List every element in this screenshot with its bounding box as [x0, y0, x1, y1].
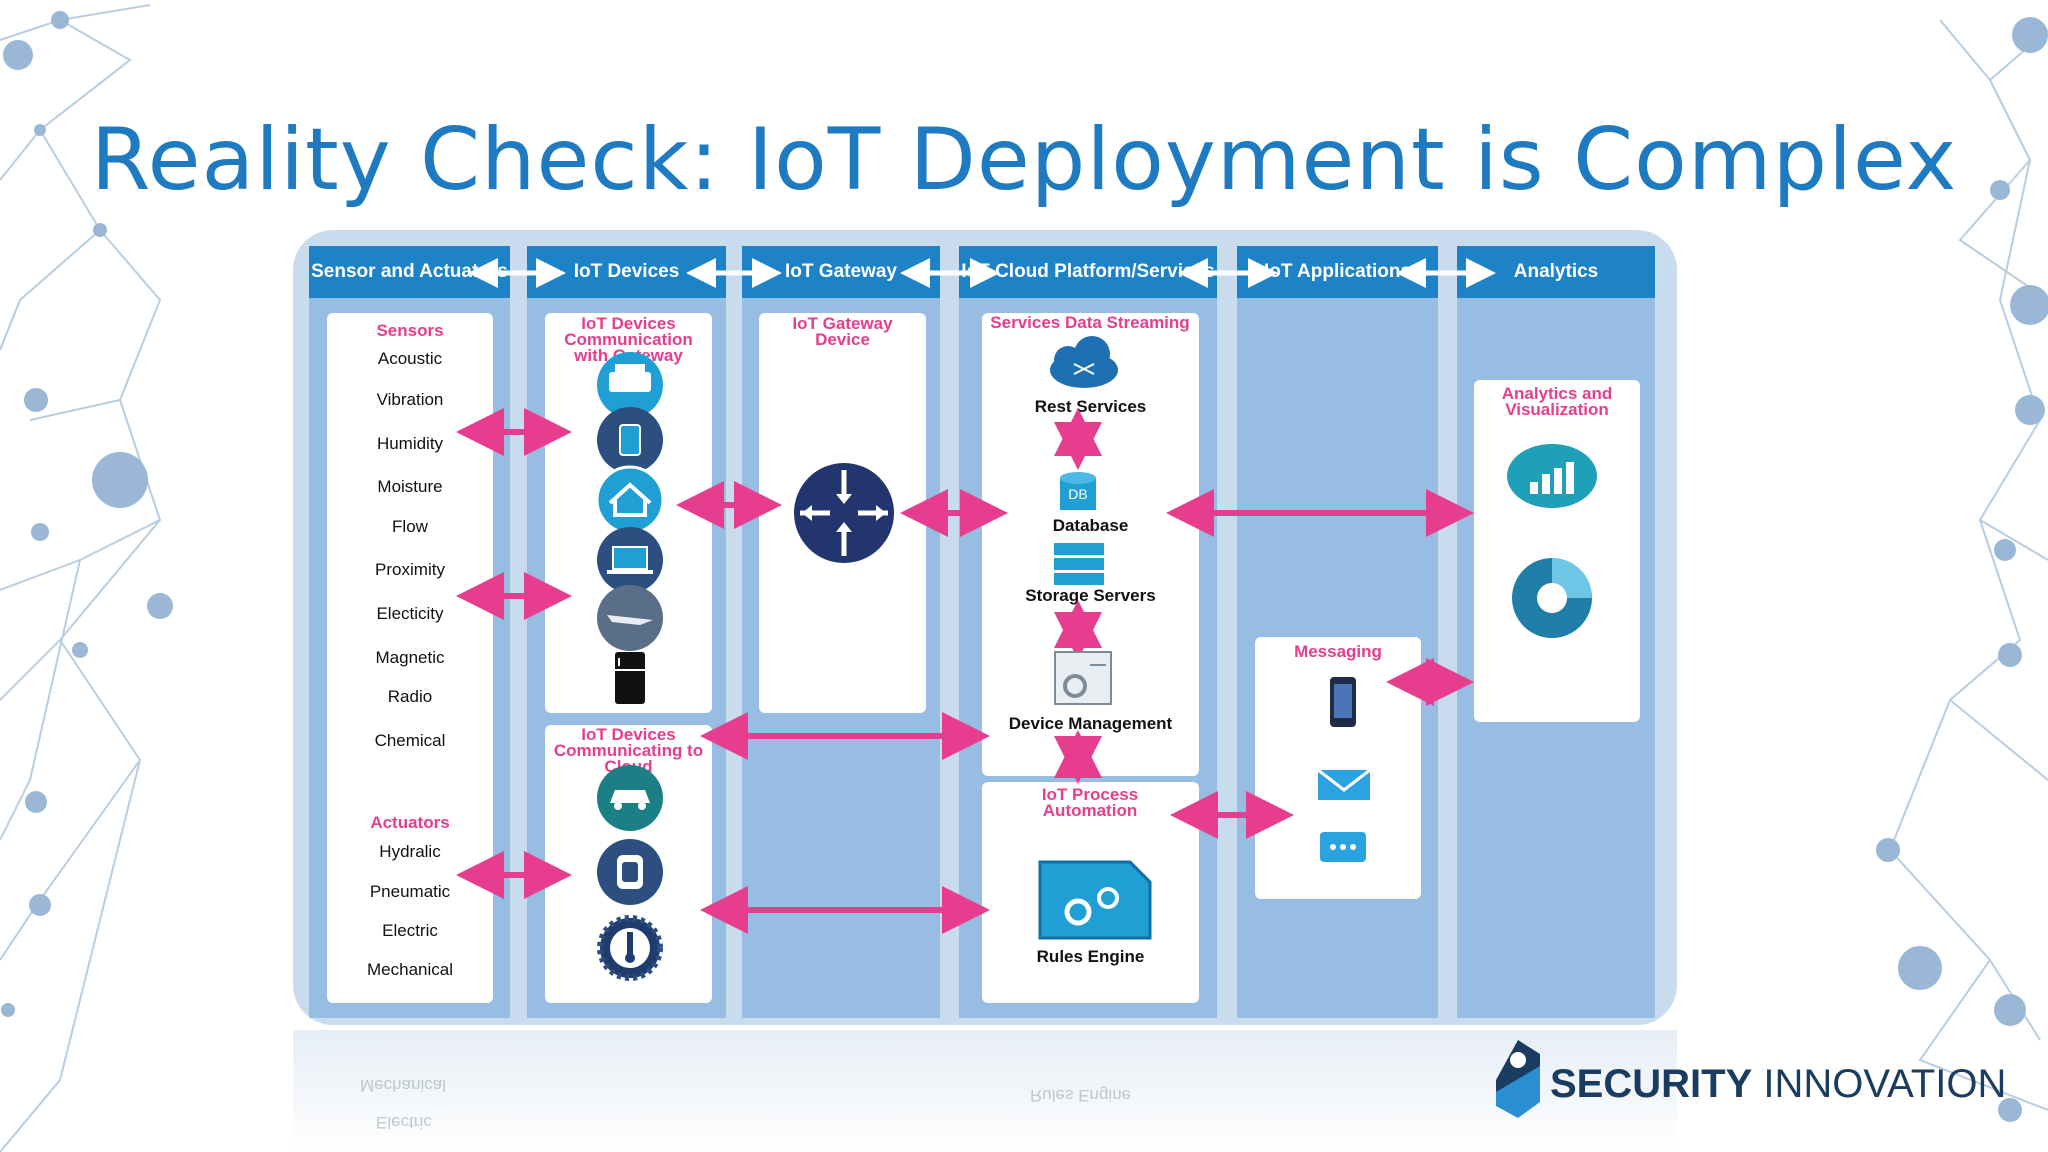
- actuator-electric: Electric: [382, 921, 438, 940]
- connection-arrows: [456, 408, 1474, 934]
- reflection-text-1: Mechanical: [360, 1076, 446, 1095]
- reflection-text-3: Rules Engine: [1030, 1086, 1132, 1105]
- refrigerator-icon: [615, 652, 645, 704]
- logo-word-innovation: INNOVATION: [1752, 1062, 2007, 1106]
- sensor-radio: Radio: [387, 687, 433, 706]
- device-icons: [595, 352, 665, 981]
- sensor-proximity: Proximity: [375, 560, 445, 579]
- rules-engine-label: Rules Engine: [1036, 947, 1145, 966]
- sensor-chemical: Chemical: [374, 731, 446, 750]
- printer-icon: [597, 352, 663, 418]
- db-icon-label: DB: [1068, 486, 1088, 502]
- services-heading: Services Data Streaming: [990, 313, 1190, 332]
- device-management-icon: [1054, 651, 1112, 705]
- tablet-icon: [597, 407, 663, 473]
- cloud-network-icon: [1050, 336, 1118, 388]
- device-management-label: Device Management: [1008, 714, 1173, 733]
- process-automation-heading: IoT Process Automation: [1041, 785, 1139, 820]
- logo-wordmark: SECURITY INNOVATION: [1550, 1062, 2006, 1107]
- reflection-text-2: Electric: [376, 1113, 432, 1132]
- sensors-heading: Sensors: [376, 321, 444, 340]
- analytics-icons: [1507, 444, 1597, 638]
- sensor-electicity: Electicity: [376, 604, 444, 623]
- chip-thermometer-icon: [597, 915, 663, 981]
- sensor-humidity: Humidity: [376, 434, 444, 453]
- actuator-mechanical: Mechanical: [367, 960, 453, 979]
- cloud-icons: [1038, 336, 1152, 940]
- rules-engine-icon: [1038, 860, 1152, 940]
- analytics-box: [1474, 380, 1640, 722]
- diagram-reflection: [293, 1030, 1677, 1152]
- database-icon: [1060, 472, 1096, 510]
- home-icon: [595, 465, 665, 535]
- logo-word-security: SECURITY: [1550, 1062, 1753, 1106]
- sensor-moisture: Moisture: [377, 477, 443, 496]
- sensor-acoustic: Acoustic: [377, 349, 443, 368]
- sensor-magnetic: Magnetic: [375, 648, 445, 667]
- donut-chart-icon: [1512, 558, 1592, 638]
- actuator-hydralic: Hydralic: [379, 842, 441, 861]
- messaging-heading: Messaging: [1294, 642, 1382, 661]
- smartwatch-icon: [597, 839, 663, 905]
- actuator-pneumatic: Pneumatic: [369, 882, 451, 901]
- car-icon: [597, 765, 663, 831]
- laptop-icon: [597, 527, 663, 593]
- database-label: Database: [1052, 516, 1129, 535]
- storage-servers-icon: [1054, 543, 1104, 585]
- email-icon: [1317, 768, 1371, 800]
- messaging-icons: [1317, 677, 1371, 862]
- drone-icon: [597, 585, 663, 651]
- header-analytics: Analytics: [1457, 246, 1655, 298]
- smartphone-icon: [1330, 677, 1356, 727]
- bar-chart-icon: [1507, 444, 1597, 508]
- security-innovation-logo: [1496, 1040, 1540, 1118]
- gateway-device-heading: IoT Gateway Device: [792, 314, 893, 349]
- chat-icon: [1320, 832, 1366, 862]
- slide-title: Reality Check: IoT Deployment is Complex: [90, 110, 1958, 210]
- sensor-flow: Flow: [392, 517, 428, 536]
- router-icon: [794, 463, 894, 563]
- sensor-vibration: Vibration: [376, 390, 444, 409]
- analytics-heading: Analytics and Visualization: [1501, 384, 1613, 419]
- actuators-heading: Actuators: [370, 813, 450, 832]
- header-iot-cloud: IoT Cloud Platform/Services: [959, 246, 1217, 298]
